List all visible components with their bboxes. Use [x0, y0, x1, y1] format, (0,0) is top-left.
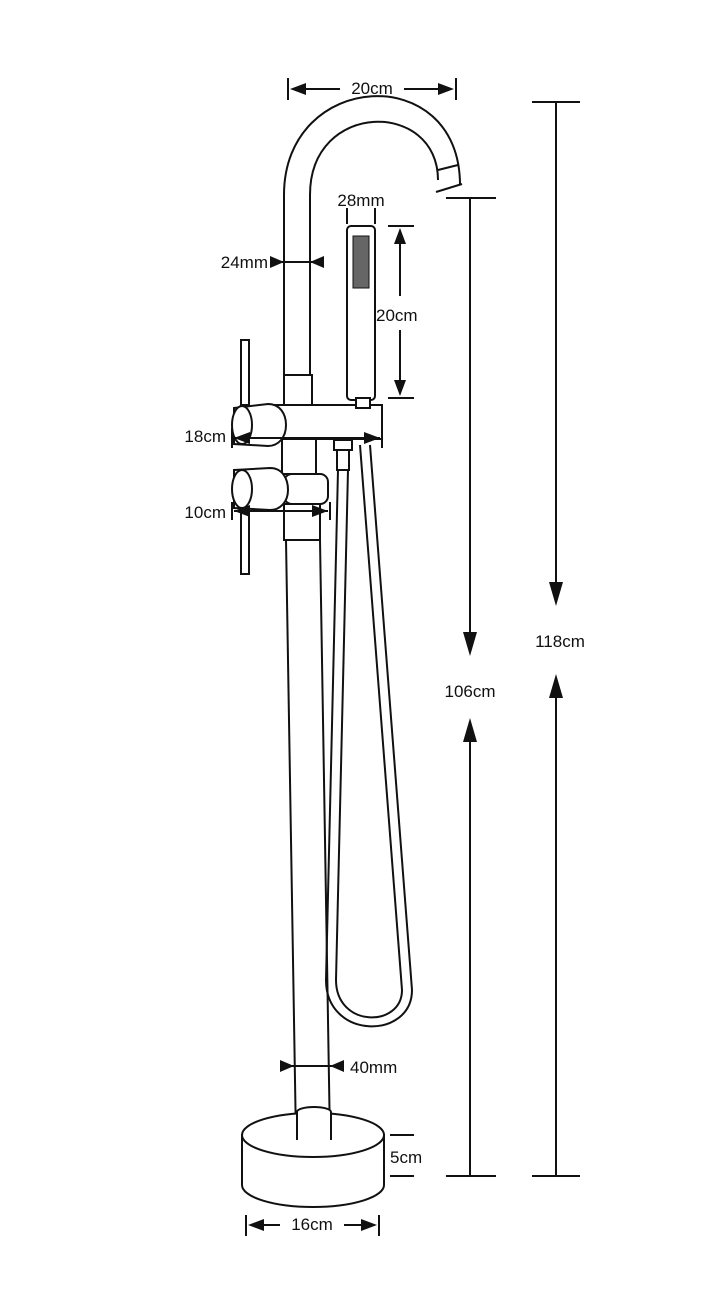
label-spout-reach: 20cm — [351, 79, 393, 98]
shower-connector — [333, 439, 353, 471]
dim-hand-shower-length — [388, 225, 414, 399]
label-spout-outlet-height: 106cm — [444, 682, 495, 701]
label-upper-handle: 18cm — [184, 427, 226, 446]
label-column-diameter: 40mm — [350, 1058, 397, 1077]
dim-column-diameter — [280, 1060, 344, 1072]
hand-shower — [346, 225, 376, 409]
dim-hand-shower-diameter — [346, 208, 376, 224]
label-spout-pipe: 24mm — [221, 253, 268, 272]
dim-total-height — [532, 101, 580, 1177]
dim-spout-reach — [287, 78, 457, 100]
label-total-height: 118cm — [535, 632, 585, 651]
dim-lower-handle — [231, 502, 331, 520]
dim-base-height — [390, 1134, 414, 1177]
label-hand-shower-diameter: 28mm — [337, 191, 384, 210]
label-lower-handle: 10cm — [184, 503, 226, 522]
dim-upper-handle — [231, 428, 383, 448]
base — [241, 1106, 385, 1208]
label-base-height: 5cm — [390, 1148, 422, 1167]
column — [285, 539, 331, 1141]
shower-hose — [324, 444, 414, 1028]
label-base-diameter: 16cm — [291, 1215, 333, 1234]
lever-upper — [231, 339, 288, 448]
label-hand-shower-length: 20cm — [376, 306, 418, 325]
dim-base-diameter — [245, 1215, 380, 1236]
dim-spout-outlet-height — [446, 197, 496, 1177]
dim-spout-pipe — [270, 256, 324, 268]
lever-lower — [231, 466, 290, 575]
